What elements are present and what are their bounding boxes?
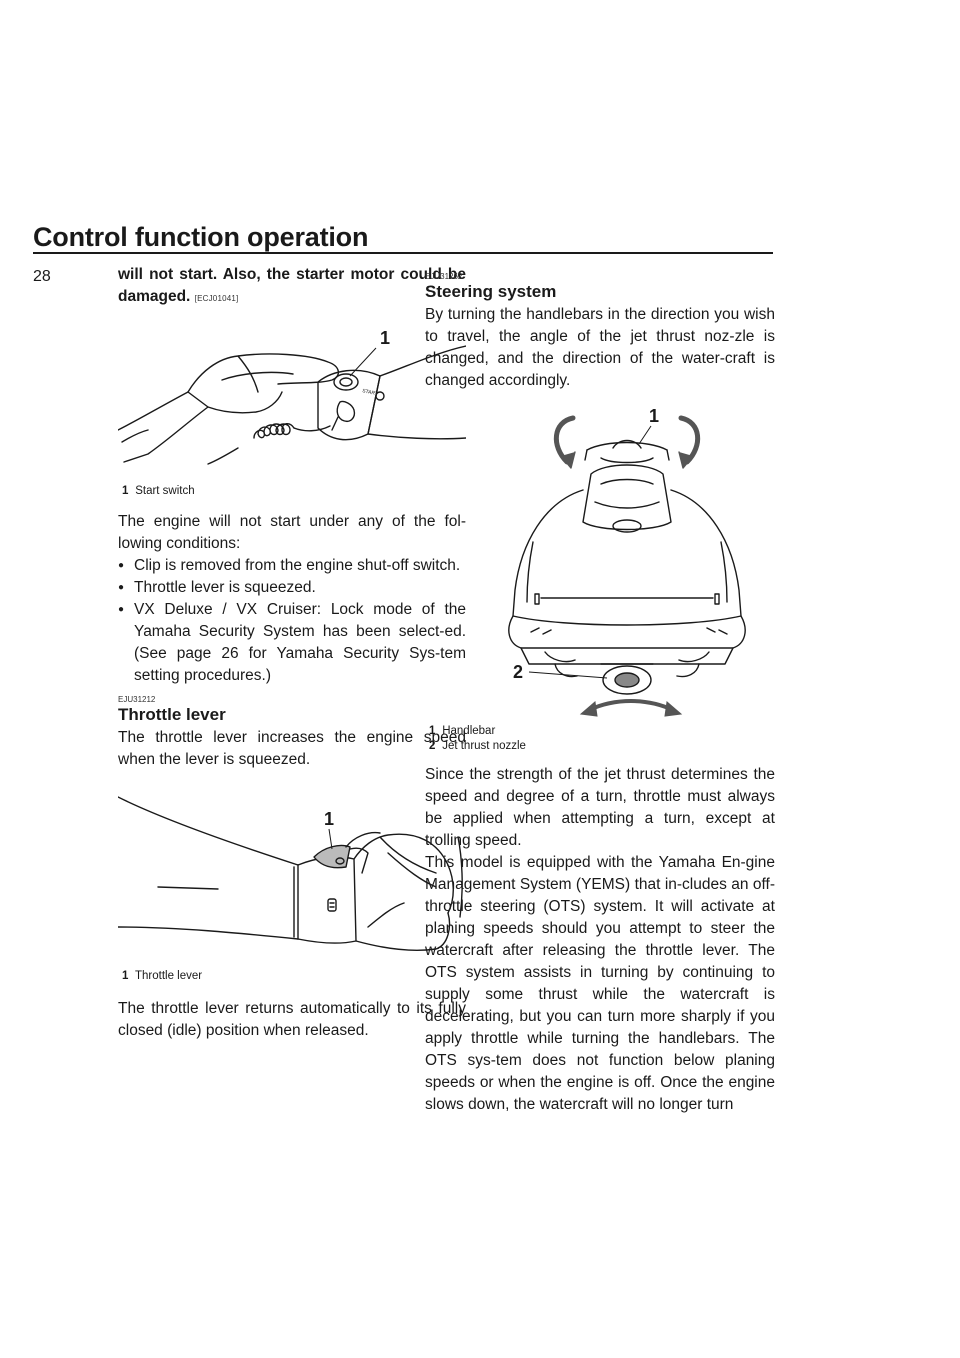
fig2-callout-1: 1 — [324, 809, 334, 829]
page-header: Control function operation — [33, 222, 773, 252]
list-item: Clip is removed from the engine shut-off… — [118, 555, 466, 577]
list-item: VX Deluxe / VX Cruiser: Lock mode of the… — [118, 599, 466, 687]
steering-illustration: 1 2 — [508, 406, 746, 717]
fig3-caption-2: 2 Jet thrust nozzle — [429, 740, 526, 752]
start-switch-figure: START 1 1 Start switch — [118, 322, 466, 499]
fig3-callout-1: 1 — [649, 406, 659, 426]
fig2-caption: 1 Throttle lever — [122, 970, 203, 982]
steering-figure: 1 2 1 Handlebar 2 Jet thrust nozzle — [425, 402, 775, 754]
caution-code: [ECJ01041] — [194, 294, 239, 303]
throttle-lever-illustration: 1 — [118, 796, 463, 951]
warning-continuation: will not start. Also, the starter motor … — [118, 266, 466, 305]
fig1-caption: 1 Start switch — [122, 485, 195, 497]
header-rule — [33, 252, 773, 254]
page-title: Control function operation — [33, 222, 369, 252]
svg-text:START: START — [362, 388, 379, 397]
list-item: Throttle lever is squeezed. — [118, 577, 466, 599]
throttle-section-code: EJU31212 — [118, 695, 156, 704]
steering-para1: Since the strength of the jet thrust det… — [425, 766, 775, 849]
conditions-list: Clip is removed from the engine shut-off… — [118, 555, 466, 687]
fig3-caption-1: 1 Handlebar — [429, 725, 496, 737]
steering-body: By turning the handlebars in the directi… — [425, 306, 775, 389]
start-switch-illustration: START 1 — [118, 328, 466, 465]
fig3-callout-2: 2 — [513, 662, 523, 682]
throttle-body: The throttle lever increases the engine … — [118, 729, 466, 768]
steering-section-code: EJU31262 — [425, 272, 463, 281]
steering-heading: Steering system — [425, 282, 557, 301]
throttle-figure: 1 1 Throttle lever — [118, 777, 466, 984]
right-column: EJU31262 Steering system By turning the … — [425, 264, 775, 1116]
left-column: will not start. Also, the starter motor … — [118, 264, 466, 1042]
page-number: 28 — [33, 268, 51, 285]
throttle-heading: Throttle lever — [118, 705, 226, 724]
steering-para2: This model is equipped with the Yamaha E… — [425, 854, 775, 1113]
conditions-intro: The engine will not start under any of t… — [118, 513, 466, 552]
throttle-after: The throttle lever returns automatically… — [118, 1000, 466, 1039]
fig1-callout-1: 1 — [380, 328, 390, 348]
